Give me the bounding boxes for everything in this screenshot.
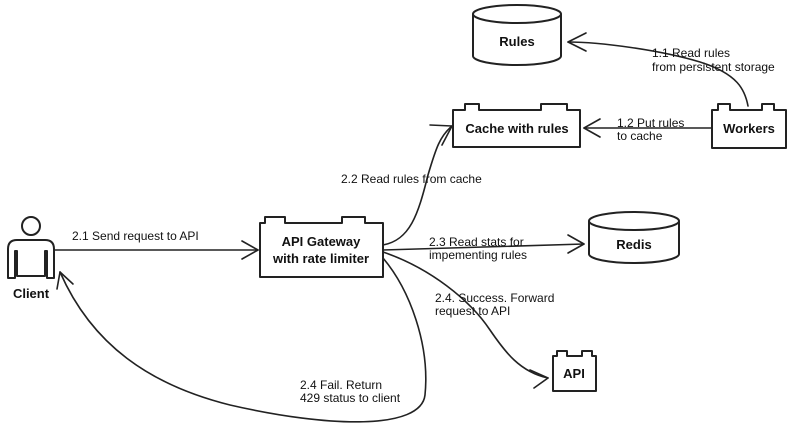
api-gateway-label-line2: with rate limiter — [272, 251, 369, 266]
edge-send-request-to-api — [43, 240, 259, 260]
edge-label-2-4-fail: 2.4 Fail. Return 429 status to client — [300, 378, 401, 405]
edge-label-1-1: 1.1 Read rules from persistent storage — [652, 46, 775, 74]
svg-text:impementing rules: impementing rules — [429, 248, 527, 262]
svg-text:from persistent storage: from persistent storage — [652, 60, 775, 74]
client-label: Client — [13, 286, 50, 301]
edge-success-forward — [382, 251, 549, 389]
cache-component-label: Cache with rules — [465, 121, 568, 136]
edge-read-stats — [382, 234, 585, 254]
svg-text:to cache: to cache — [617, 129, 663, 143]
api-component: API — [552, 350, 597, 392]
edge-read-rules-from-storage — [567, 32, 749, 107]
edge-label-1-2: 1.2 Put rules to cache — [617, 116, 684, 143]
api-gateway-component: API Gateway with rate limiter — [259, 216, 384, 278]
workers-component-label: Workers — [723, 121, 775, 136]
svg-text:1.2 Put rules: 1.2 Put rules — [617, 116, 684, 130]
svg-text:2.4 Fail. Return: 2.4 Fail. Return — [300, 378, 382, 392]
client-body-icon — [7, 239, 55, 279]
edge-label-2-1: 2.1 Send request to API — [72, 229, 199, 243]
client-actor: Client — [7, 216, 55, 301]
rules-database-label: Rules — [499, 34, 534, 49]
client-head-icon — [21, 216, 41, 236]
edge-put-rules-to-cache — [583, 118, 713, 138]
svg-text:1.1 Read rules: 1.1 Read rules — [652, 46, 730, 60]
rules-database: Rules — [472, 4, 562, 66]
svg-text:2.3 Read stats for: 2.3 Read stats for — [429, 235, 524, 249]
api-gateway-label-line1: API Gateway — [282, 234, 362, 249]
edge-fail-return-429 — [56, 257, 427, 423]
svg-text:2.4. Success. Forward: 2.4. Success. Forward — [435, 291, 554, 305]
edge-label-2-3: 2.3 Read stats for impementing rules — [429, 235, 527, 262]
edge-label-2-2: 2.2 Read rules from cache — [341, 172, 482, 186]
svg-text:2.2 Read rules from cache: 2.2 Read rules from cache — [341, 172, 482, 186]
redis-database-label: Redis — [616, 237, 651, 252]
svg-text:request to API: request to API — [435, 304, 510, 318]
api-component-label: API — [563, 366, 585, 381]
cache-component: Cache with rules — [452, 103, 581, 148]
workers-component: Workers — [711, 103, 787, 149]
svg-text:429 status to client: 429 status to client — [300, 391, 401, 405]
redis-database: Redis — [588, 211, 680, 264]
edge-label-2-4-success: 2.4. Success. Forward request to API — [435, 291, 554, 318]
svg-text:2.1 Send request to API: 2.1 Send request to API — [72, 229, 199, 243]
